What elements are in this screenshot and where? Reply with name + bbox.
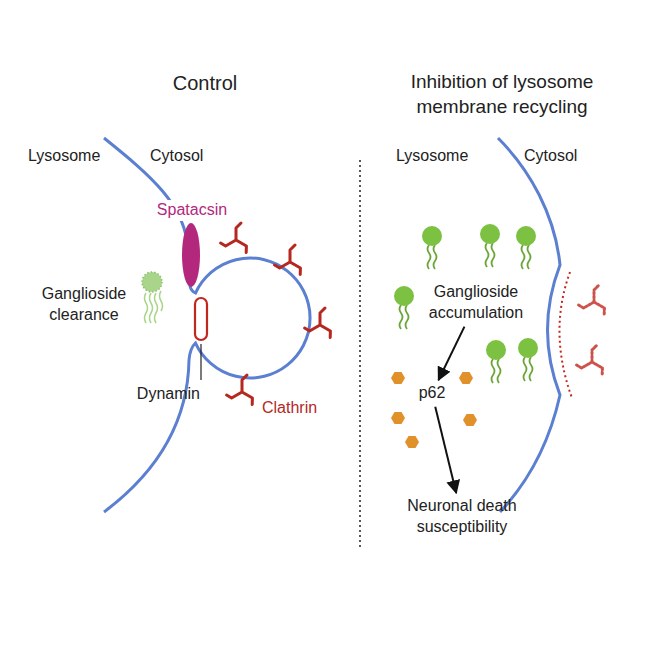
compartment-label: Cytosol	[524, 146, 614, 167]
p62-hexagon	[463, 414, 477, 426]
ganglioside-accumulation-group	[394, 224, 538, 383]
ganglioside-symbol	[422, 226, 442, 269]
clathrin-triskelion	[275, 245, 301, 275]
process-label: Ganglioside clearance	[32, 284, 136, 326]
clathrin-triskelion	[305, 308, 331, 338]
p62-cluster	[391, 372, 477, 448]
lysosome-membrane	[104, 138, 310, 512]
dynamin-collar	[195, 298, 207, 340]
compartment-label: Lysosome	[28, 146, 118, 167]
p62-hexagon	[405, 436, 419, 448]
panel-heading: Control	[110, 70, 300, 96]
clathrin-triskelion	[579, 285, 605, 315]
protein-label: Clathrin	[262, 398, 342, 419]
panel-separator	[359, 160, 361, 548]
node-text: Neuronal death susceptibility	[404, 496, 520, 538]
protein-node: p62	[416, 383, 449, 404]
clathrin-group	[221, 223, 331, 405]
disrupted-clathrin-coat	[559, 272, 572, 398]
outcome-node: Neuronal death susceptibility	[404, 496, 520, 538]
p62-hexagon	[391, 372, 405, 384]
lysosome-membrane	[498, 138, 560, 512]
panel-heading: Inhibition of lysosome membrane recyclin…	[392, 70, 612, 119]
ganglioside-symbol	[518, 338, 538, 381]
ganglioside-symbol	[394, 286, 414, 329]
compartment-label: Cytosol	[150, 146, 240, 167]
ganglioside-particle	[142, 272, 163, 323]
process-node: Ganglioside accumulation	[426, 282, 527, 324]
ganglioside-symbol	[480, 224, 500, 267]
spatacsin-protein	[182, 223, 200, 287]
protein-label: Dynamin	[128, 384, 200, 405]
clathrin-triskelion	[221, 223, 247, 253]
node-text: p62	[416, 383, 449, 404]
compartment-label: Lysosome	[396, 146, 486, 167]
protein-label: Spatacsin	[152, 200, 232, 221]
ganglioside-symbol	[516, 226, 536, 269]
ganglioside-symbol	[486, 340, 506, 383]
arrow-connector	[439, 327, 465, 380]
arrow-connector	[435, 407, 456, 493]
p62-hexagon	[391, 412, 405, 424]
disrupted-clathrin	[577, 285, 605, 375]
leader-line	[200, 344, 201, 380]
clathrin-triskelion	[227, 375, 253, 405]
p62-hexagon	[459, 372, 473, 384]
clathrin-triskelion	[577, 345, 603, 375]
node-text: Ganglioside accumulation	[426, 282, 527, 324]
